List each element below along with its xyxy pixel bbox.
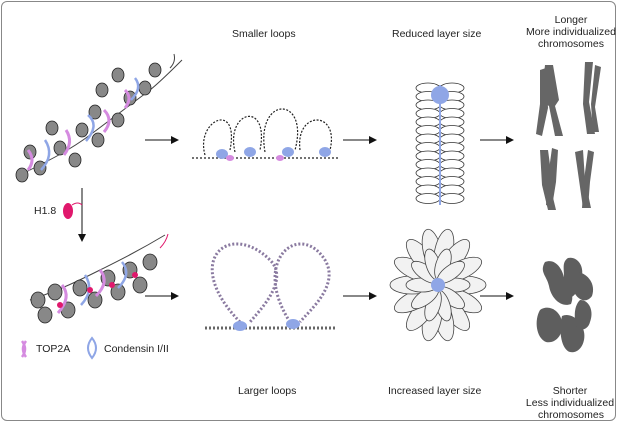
top2a-icon xyxy=(20,340,28,358)
flower-center xyxy=(431,278,445,292)
h18-icon xyxy=(63,203,73,219)
condensin-icon xyxy=(87,336,97,360)
top-chromosomes xyxy=(536,62,601,210)
label-shorter-1: Shorter xyxy=(552,385,588,397)
label-h18: H1.8 xyxy=(34,205,57,217)
label-increased-layer: Increased layer size xyxy=(388,385,482,397)
smaller-loops xyxy=(192,108,340,161)
label-longer-2: More individualized xyxy=(526,26,616,38)
label-longer-3: chromosomes xyxy=(538,38,604,50)
label-shorter-2: Less individualized xyxy=(525,397,615,409)
bottom-chromosomes xyxy=(536,257,594,353)
label-top2a: TOP2A xyxy=(36,343,71,355)
layer-petal xyxy=(439,193,465,204)
layer-petal xyxy=(415,193,441,204)
label-smaller-loops: Smaller loops xyxy=(232,28,296,40)
label-larger-loops: Larger loops xyxy=(238,385,297,397)
increased-layer-flower xyxy=(389,228,487,342)
top-nucleosome-array xyxy=(15,53,183,183)
larger-loops xyxy=(205,242,335,331)
label-longer-1: Longer xyxy=(554,14,588,26)
reduced-layer-stack xyxy=(415,82,465,205)
label-condensin: Condensin I/II xyxy=(104,343,169,355)
bottom-nucleosome-array xyxy=(29,233,169,324)
label-reduced-layer: Reduced layer size xyxy=(392,28,482,40)
label-shorter-3: chromosomes xyxy=(538,409,604,421)
